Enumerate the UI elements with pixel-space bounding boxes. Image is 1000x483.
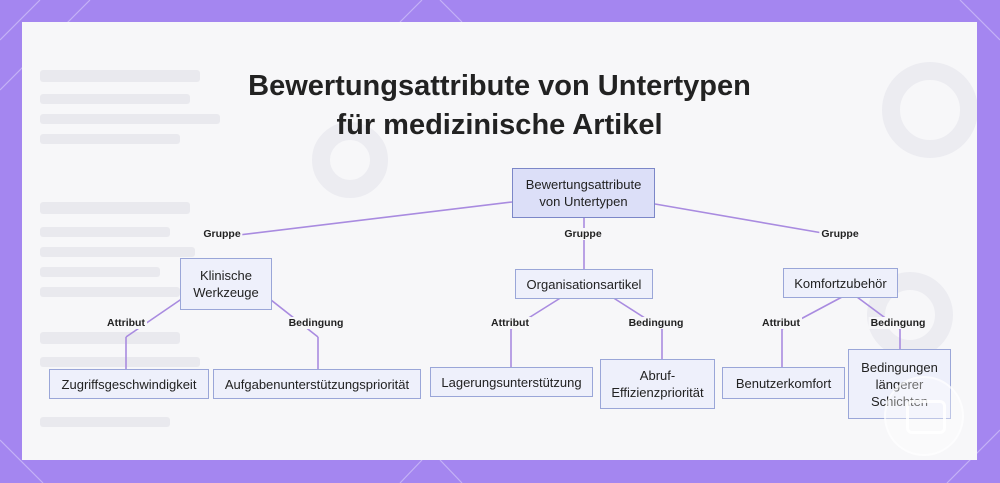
attribute-node-access-speed: Zugriffsgeschwindigkeit — [49, 369, 209, 399]
edge-label-condition-1: Bedingung — [287, 317, 346, 329]
group-node-clinical-tools: Klinische Werkzeuge — [180, 258, 272, 310]
edge-label-attribute-3: Attribut — [760, 317, 802, 329]
attribute-node-user-comfort: Benutzerkomfort — [722, 367, 845, 399]
edge-label-group-1: Gruppe — [201, 228, 242, 240]
edge-label-group-2: Gruppe — [562, 228, 603, 240]
edge-root-group-1 — [222, 202, 512, 237]
edge-root-group-3 — [655, 204, 840, 236]
group-node-comfort-accessories: Komfortzubehör — [783, 268, 898, 298]
edge-label-condition-2: Bedingung — [627, 317, 686, 329]
attribute-node-storage-support: Lagerungsunterstützung — [430, 367, 593, 397]
edge-label-attribute-2: Attribut — [489, 317, 531, 329]
group-node-organization-items: Organisationsartikel — [515, 269, 653, 299]
condition-node-task-support: Aufgabenunterstützungspriorität — [213, 369, 421, 399]
edge-label-attribute-1: Attribut — [105, 317, 147, 329]
camera-watermark-icon — [884, 376, 964, 456]
diagram-card: Bewertungsattribute von Untertypen für m… — [22, 22, 977, 460]
edge-label-condition-3: Bedingung — [869, 317, 928, 329]
condition-node-retrieval-efficiency: Abruf- Effizienzpriorität — [600, 359, 715, 409]
edge-label-group-3: Gruppe — [819, 228, 860, 240]
root-node: Bewertungsattribute von Untertypen — [512, 168, 655, 218]
